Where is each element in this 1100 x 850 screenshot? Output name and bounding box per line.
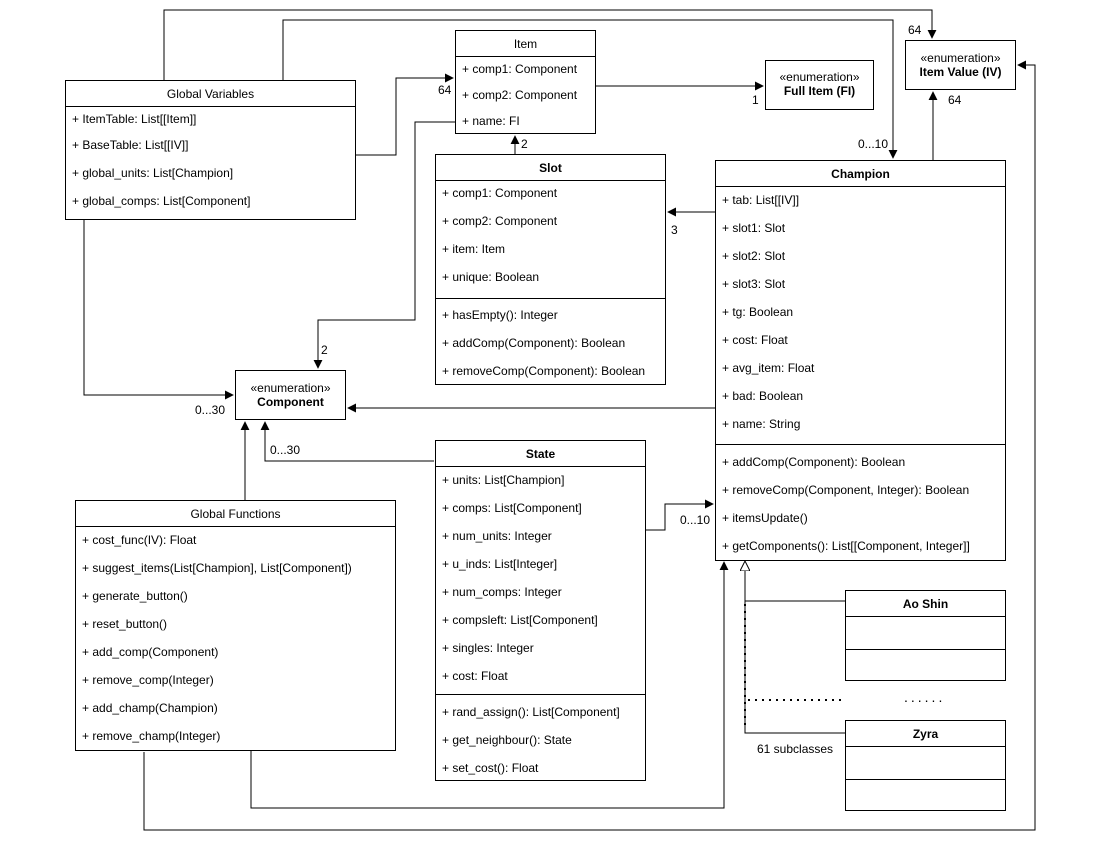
- global-variables-class[interactable]: Global Variables + ItemTable: List[[Item…: [65, 80, 356, 220]
- champion-method-itemsupdate: + itemsUpdate(): [722, 511, 808, 525]
- item-attr-comp1: + comp1: Component: [462, 62, 578, 76]
- mult-state-component: 0...30: [270, 443, 301, 457]
- champion-attr-cost: + cost: Float: [722, 333, 788, 347]
- state-title: State: [436, 441, 645, 467]
- champion-method-removecomp: + removeComp(Component, Integer): Boolea…: [722, 483, 970, 497]
- ao-shin-title: Ao Shin: [846, 591, 1005, 617]
- gf-generate-button: + generate_button(): [82, 589, 188, 603]
- state-attr-singles: + singles: Integer: [442, 641, 534, 655]
- mult-champion-top: 0...10: [858, 137, 889, 151]
- mult-champion-slot: 3: [671, 223, 678, 237]
- champion-attr-slot1: + slot1: Slot: [722, 221, 786, 235]
- champion-title: Champion: [716, 161, 1005, 187]
- gv-to-component-line: [83, 220, 234, 400]
- global-functions-title: Global Functions: [76, 501, 395, 527]
- gv-to-iv-line: [163, 9, 937, 80]
- subclass-count-label: 61 subclasses: [757, 742, 834, 756]
- state-method-set-cost: + set_cost(): Float: [442, 761, 539, 775]
- component-stereotype: «enumeration»: [250, 381, 331, 395]
- gf-add-comp: + add_comp(Component): [82, 645, 219, 659]
- subclass-ellipsis: ......: [904, 689, 946, 705]
- state-class[interactable]: State + units: List[Champion] + comps: L…: [435, 440, 646, 781]
- slot-attr-item: + item: Item: [442, 242, 506, 256]
- mult-iv-bottom: 64: [948, 93, 962, 107]
- gf-remove-champ: + remove_champ(Integer): [82, 729, 221, 743]
- item-class[interactable]: Item + comp1: Component + comp2: Compone…: [455, 30, 596, 134]
- slot-method-addcomp: + addComp(Component): Boolean: [442, 336, 626, 350]
- champion-attr-slot3: + slot3: Slot: [722, 277, 786, 291]
- slot-attr-comp1: + comp1: Component: [442, 186, 558, 200]
- gf-remove-comp: + remove_comp(Integer): [82, 673, 214, 687]
- state-attr-comps: + comps: List[Component]: [442, 501, 582, 515]
- component-enum[interactable]: «enumeration» Component: [235, 370, 346, 420]
- champion-method-addcomp: + addComp(Component): Boolean: [722, 455, 906, 469]
- gf-add-champ: + add_champ(Champion): [82, 701, 218, 715]
- mult-iv-top: 64: [908, 23, 922, 37]
- ao-shin-class[interactable]: Ao Shin: [845, 590, 1006, 681]
- gv-attr-global-comps: + global_comps: List[Component]: [72, 194, 251, 208]
- gf-to-iv-line: [143, 60, 1036, 831]
- champion-attr-bad: + bad: Boolean: [722, 389, 804, 403]
- gv-attr-itemtable: + ItemTable: List[[Item]]: [72, 112, 197, 126]
- global-variables-title: Global Variables: [66, 81, 355, 107]
- state-attr-cost: + cost: Float: [442, 669, 508, 683]
- inheritance-zyra-line: [744, 601, 845, 734]
- item-value-stereotype: «enumeration»: [920, 51, 1001, 65]
- item-class-title: Item: [456, 31, 595, 57]
- full-item-name: Full Item (FI): [783, 84, 856, 98]
- champion-attr-tg: + tg: Boolean: [722, 305, 794, 319]
- gf-to-champion-line: [250, 561, 729, 809]
- zyra-title: Zyra: [846, 721, 1005, 747]
- state-to-champion-line: [645, 499, 714, 531]
- slot-attr-unique: + unique: Boolean: [442, 270, 540, 284]
- champion-attr-tab: + tab: List[[IV]]: [722, 193, 800, 207]
- champion-attr-name: + name: String: [722, 417, 801, 431]
- mult-gv-component: 0...30: [195, 403, 226, 417]
- gf-cost-func: + cost_func(IV): Float: [82, 533, 197, 547]
- gv-attr-basetable: + BaseTable: List[[IV]]: [72, 138, 189, 152]
- gv-to-champion-line: [282, 19, 898, 159]
- item-attr-name: + name: FI: [462, 114, 520, 128]
- mult-slot-item: 2: [521, 137, 528, 151]
- champion-attr-slot2: + slot2: Slot: [722, 249, 786, 263]
- state-attr-units: + units: List[Champion]: [442, 473, 565, 487]
- state-attr-num-units: + num_units: Integer: [442, 529, 552, 543]
- gv-attr-global-units: + global_units: List[Champion]: [72, 166, 234, 180]
- gv-to-item-line: [355, 73, 454, 156]
- item-attr-comp2: + comp2: Component: [462, 88, 578, 102]
- champion-attr-avg-item: + avg_item: Float: [722, 361, 815, 375]
- slot-method-hasempty: + hasEmpty(): Integer: [442, 308, 558, 322]
- state-method-get-neighbour: + get_neighbour(): State: [442, 733, 572, 747]
- state-attr-compsleft: + compsleft: List[Component]: [442, 613, 598, 627]
- champion-class[interactable]: Champion + tab: List[[IV]] + slot1: Slot…: [715, 160, 1006, 561]
- component-name: Component: [257, 395, 324, 409]
- state-method-rand-assign: + rand_assign(): List[Component]: [442, 705, 620, 719]
- zyra-class[interactable]: Zyra: [845, 720, 1006, 811]
- mult-gv-item: 64: [438, 83, 452, 97]
- state-attr-num-comps: + num_comps: Integer: [442, 585, 562, 599]
- state-attr-u-inds: + u_inds: List[Integer]: [442, 557, 558, 571]
- mult-item-fullitem: 1: [752, 93, 759, 107]
- item-value-name: Item Value (IV): [919, 65, 1002, 79]
- mult-state-champion: 0...10: [680, 513, 711, 527]
- item-to-component-line: [313, 121, 456, 369]
- slot-method-removecomp: + removeComp(Component): Boolean: [442, 364, 646, 378]
- slot-class[interactable]: Slot + comp1: Component + comp2: Compone…: [435, 154, 666, 385]
- mult-item-component: 2: [321, 343, 328, 357]
- full-item-stereotype: «enumeration»: [779, 70, 860, 84]
- gf-reset-button: + reset_button(): [82, 617, 168, 631]
- full-item-enum[interactable]: «enumeration» Full Item (FI): [765, 60, 874, 110]
- champion-method-getcomponents: + getComponents(): List[[Component, Inte…: [722, 539, 970, 553]
- state-to-component-line: [260, 421, 434, 462]
- gf-suggest-items: + suggest_items(List[Champion], List[Com…: [82, 561, 352, 575]
- slot-title: Slot: [436, 155, 665, 181]
- item-value-enum[interactable]: «enumeration» Item Value (IV): [905, 40, 1016, 90]
- global-functions-class[interactable]: Global Functions + cost_func(IV): Float …: [75, 500, 396, 751]
- slot-attr-comp2: + comp2: Component: [442, 214, 558, 228]
